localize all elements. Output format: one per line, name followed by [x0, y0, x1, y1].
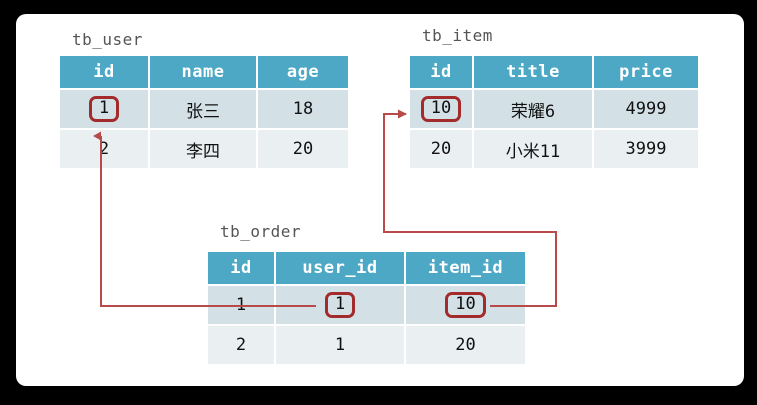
table-header-row: id name age	[60, 56, 348, 88]
cell-order-item-id: 10	[406, 286, 525, 324]
table-row: 20 小米11 3999	[410, 130, 698, 168]
table-row: 2 1 20	[208, 326, 525, 364]
cell-order-user-id: 1	[276, 326, 404, 364]
column-header-id: id	[60, 56, 148, 88]
cell-item-id: 10	[410, 90, 472, 128]
table-tb-item: id title price 10 荣耀6 4999 20 小米11 3999	[408, 54, 700, 170]
highlight-item-id: 10	[420, 95, 462, 123]
cell-user-id: 2	[60, 130, 148, 168]
table-tb-user: id name age 1 张三 18 2 李四 20	[58, 54, 350, 170]
table-row: 1 张三 18	[60, 90, 348, 128]
column-header-price: price	[594, 56, 698, 88]
table-label-tb-user: tb_user	[72, 30, 143, 49]
table-row: 1 1 10	[208, 286, 525, 324]
table-row: 10 荣耀6 4999	[410, 90, 698, 128]
column-header-user-id: user_id	[276, 252, 404, 284]
table-label-tb-order: tb_order	[220, 222, 302, 241]
column-header-id: id	[410, 56, 472, 88]
cell-item-title: 荣耀6	[474, 90, 592, 128]
column-header-name: name	[150, 56, 256, 88]
highlight-order-user-id: 1	[324, 291, 356, 319]
cell-user-id: 1	[60, 90, 148, 128]
cell-order-id: 2	[208, 326, 274, 364]
cell-user-age: 18	[258, 90, 348, 128]
cell-user-name: 张三	[150, 90, 256, 128]
table-header-row: id user_id item_id	[208, 252, 525, 284]
column-header-age: age	[258, 56, 348, 88]
highlight-user-id: 1	[88, 95, 120, 123]
column-header-item-id: item_id	[406, 252, 525, 284]
cell-order-id: 1	[208, 286, 274, 324]
diagram-card: tb_user id name age 1 张三 18 2 李四	[16, 14, 744, 386]
cell-user-age: 20	[258, 130, 348, 168]
table-label-tb-item: tb_item	[422, 26, 493, 45]
table-header-row: id title price	[410, 56, 698, 88]
highlight-order-item-id: 10	[445, 291, 486, 319]
cell-order-user-id: 1	[276, 286, 404, 324]
cell-item-price: 4999	[594, 90, 698, 128]
cell-order-item-id: 20	[406, 326, 525, 364]
cell-item-price: 3999	[594, 130, 698, 168]
column-header-title: title	[474, 56, 592, 88]
column-header-id: id	[208, 252, 274, 284]
table-row: 2 李四 20	[60, 130, 348, 168]
table-tb-order: id user_id item_id 1 1 10 2 1 20	[206, 250, 527, 366]
cell-item-id: 20	[410, 130, 472, 168]
cell-item-title: 小米11	[474, 130, 592, 168]
cell-user-name: 李四	[150, 130, 256, 168]
